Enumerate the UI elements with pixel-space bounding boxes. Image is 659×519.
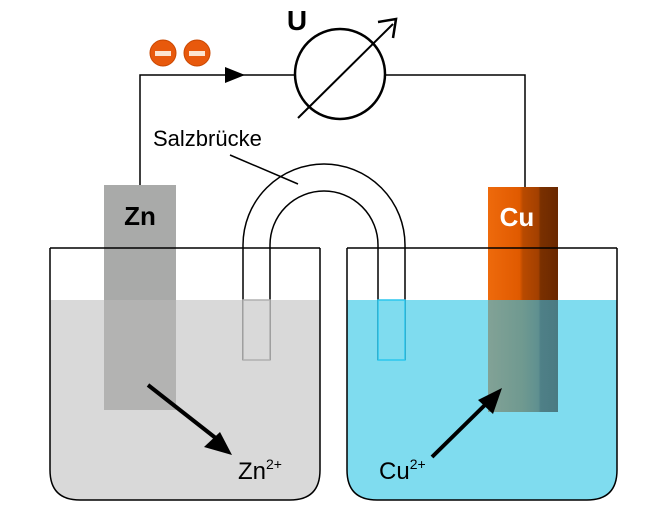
salt-bridge-left-end	[242, 299, 271, 361]
copper-electrode-label: Cu	[500, 202, 535, 232]
electron-icon	[149, 39, 177, 67]
salt-bridge-label: Salzbrücke	[153, 126, 262, 151]
voltmeter-icon	[293, 17, 398, 121]
copper-ion-arrowhead-icon	[478, 388, 502, 414]
zinc-electrode-label: Zn	[124, 201, 156, 231]
voltmeter-label: U	[287, 5, 307, 36]
zinc-ion-arrowhead-icon	[204, 432, 232, 455]
salt-bridge-right-end	[377, 299, 406, 361]
electron-flow-arrow-icon	[225, 67, 245, 83]
copper-ion-arrow-icon	[430, 398, 492, 459]
salt-bridge-leader-line	[229, 154, 299, 185]
salt-bridge	[242, 163, 406, 360]
copper-ion-label: Cu2+	[379, 456, 426, 485]
electron-icon	[183, 39, 211, 67]
zinc-ion-arrow-icon	[146, 383, 224, 445]
zinc-beaker	[49, 247, 321, 501]
zinc-ion-label: Zn2+	[238, 456, 282, 485]
copper-beaker	[346, 247, 618, 501]
copper-electrode	[488, 187, 558, 300]
